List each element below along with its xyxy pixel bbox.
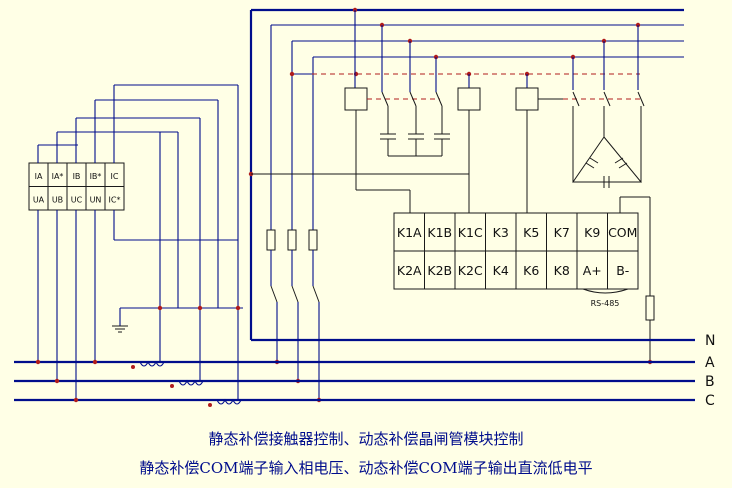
dynamic-module-2 xyxy=(515,25,645,213)
ct-label: UA xyxy=(33,196,45,205)
bus-label-a: A xyxy=(705,355,715,371)
caption-line-2: 静态补偿COM端子输入相电压、动态补偿COM端子输出直流低电平 xyxy=(139,459,592,477)
ct-coil-b xyxy=(178,379,204,386)
ct-label: IA xyxy=(35,172,43,181)
ct-label: UN xyxy=(90,196,102,205)
terminal-cell xyxy=(607,250,639,290)
rs485-brace xyxy=(582,288,629,294)
terminal-cell xyxy=(454,250,486,290)
delta-capacitor-bank xyxy=(572,136,643,183)
terminal-cell xyxy=(485,250,517,290)
terminal-cell xyxy=(454,212,486,252)
top-bus xyxy=(249,8,684,340)
terminal-cell xyxy=(607,212,639,252)
terminal-label: K2B xyxy=(427,263,452,278)
controller-terminals: K1A K1B K1C K3 K5 K7 K9 COM K2A K2B K2C K4 K6 K8 A+ B- xyxy=(393,212,639,290)
terminal-label: K2A xyxy=(397,263,422,278)
terminal-label: COM xyxy=(608,225,637,240)
terminal-cell xyxy=(424,212,456,252)
terminal-label: A+ xyxy=(583,263,602,278)
dynamic-module-1 xyxy=(457,74,481,213)
ct-label: IC* xyxy=(109,196,121,205)
terminal-cell xyxy=(485,212,517,252)
control-line xyxy=(248,7,641,177)
main-buses: N A B C xyxy=(14,333,715,409)
voltage-fuses xyxy=(266,229,322,403)
ct-label: UB xyxy=(52,196,63,205)
bus-label-n: N xyxy=(705,333,715,349)
terminal-label: K3 xyxy=(493,225,509,240)
terminal-label: K8 xyxy=(554,263,570,278)
ct-label: UC xyxy=(71,196,83,205)
terminal-label: K2C xyxy=(458,263,483,278)
terminal-cell xyxy=(576,250,608,290)
ct-label: IB* xyxy=(90,172,102,181)
terminal-cell xyxy=(424,250,456,290)
terminal-cell xyxy=(515,250,547,290)
ct-label: IC xyxy=(111,172,119,181)
rs485-label: RS-485 xyxy=(591,299,620,308)
caption-line-1: 静态补偿接触器控制、动态补偿晶闸管模块控制 xyxy=(208,430,523,448)
ct-label: IB xyxy=(73,172,81,181)
terminal-cell xyxy=(393,212,425,252)
terminal-label: K1C xyxy=(458,225,483,240)
terminal-label: B- xyxy=(616,263,629,278)
ct-coil-c xyxy=(216,398,242,405)
terminal-cell xyxy=(393,250,425,290)
terminal-cell xyxy=(515,212,547,252)
ct-block: IA IA* IB IB* IC UA UB UC UN IC* xyxy=(28,162,125,211)
ct-label: IA* xyxy=(52,172,64,181)
terminal-label: K5 xyxy=(523,225,539,240)
terminal-label: K4 xyxy=(493,263,509,278)
contactor-coil-1 xyxy=(344,87,368,111)
terminal-label: K1A xyxy=(397,225,422,240)
terminal-label: K7 xyxy=(554,225,570,240)
com-fuse xyxy=(645,295,655,321)
bus-label-c: C xyxy=(705,393,715,409)
terminal-cell xyxy=(546,250,578,290)
static-bank xyxy=(251,10,469,213)
ct-wiring xyxy=(35,84,243,407)
bus-label-b: B xyxy=(705,374,715,390)
terminal-label: K1B xyxy=(427,225,452,240)
terminal-label: K9 xyxy=(584,225,600,240)
ct-coil-a xyxy=(139,360,165,367)
terminal-label: K6 xyxy=(523,263,539,278)
capacitor-switches xyxy=(380,25,450,157)
